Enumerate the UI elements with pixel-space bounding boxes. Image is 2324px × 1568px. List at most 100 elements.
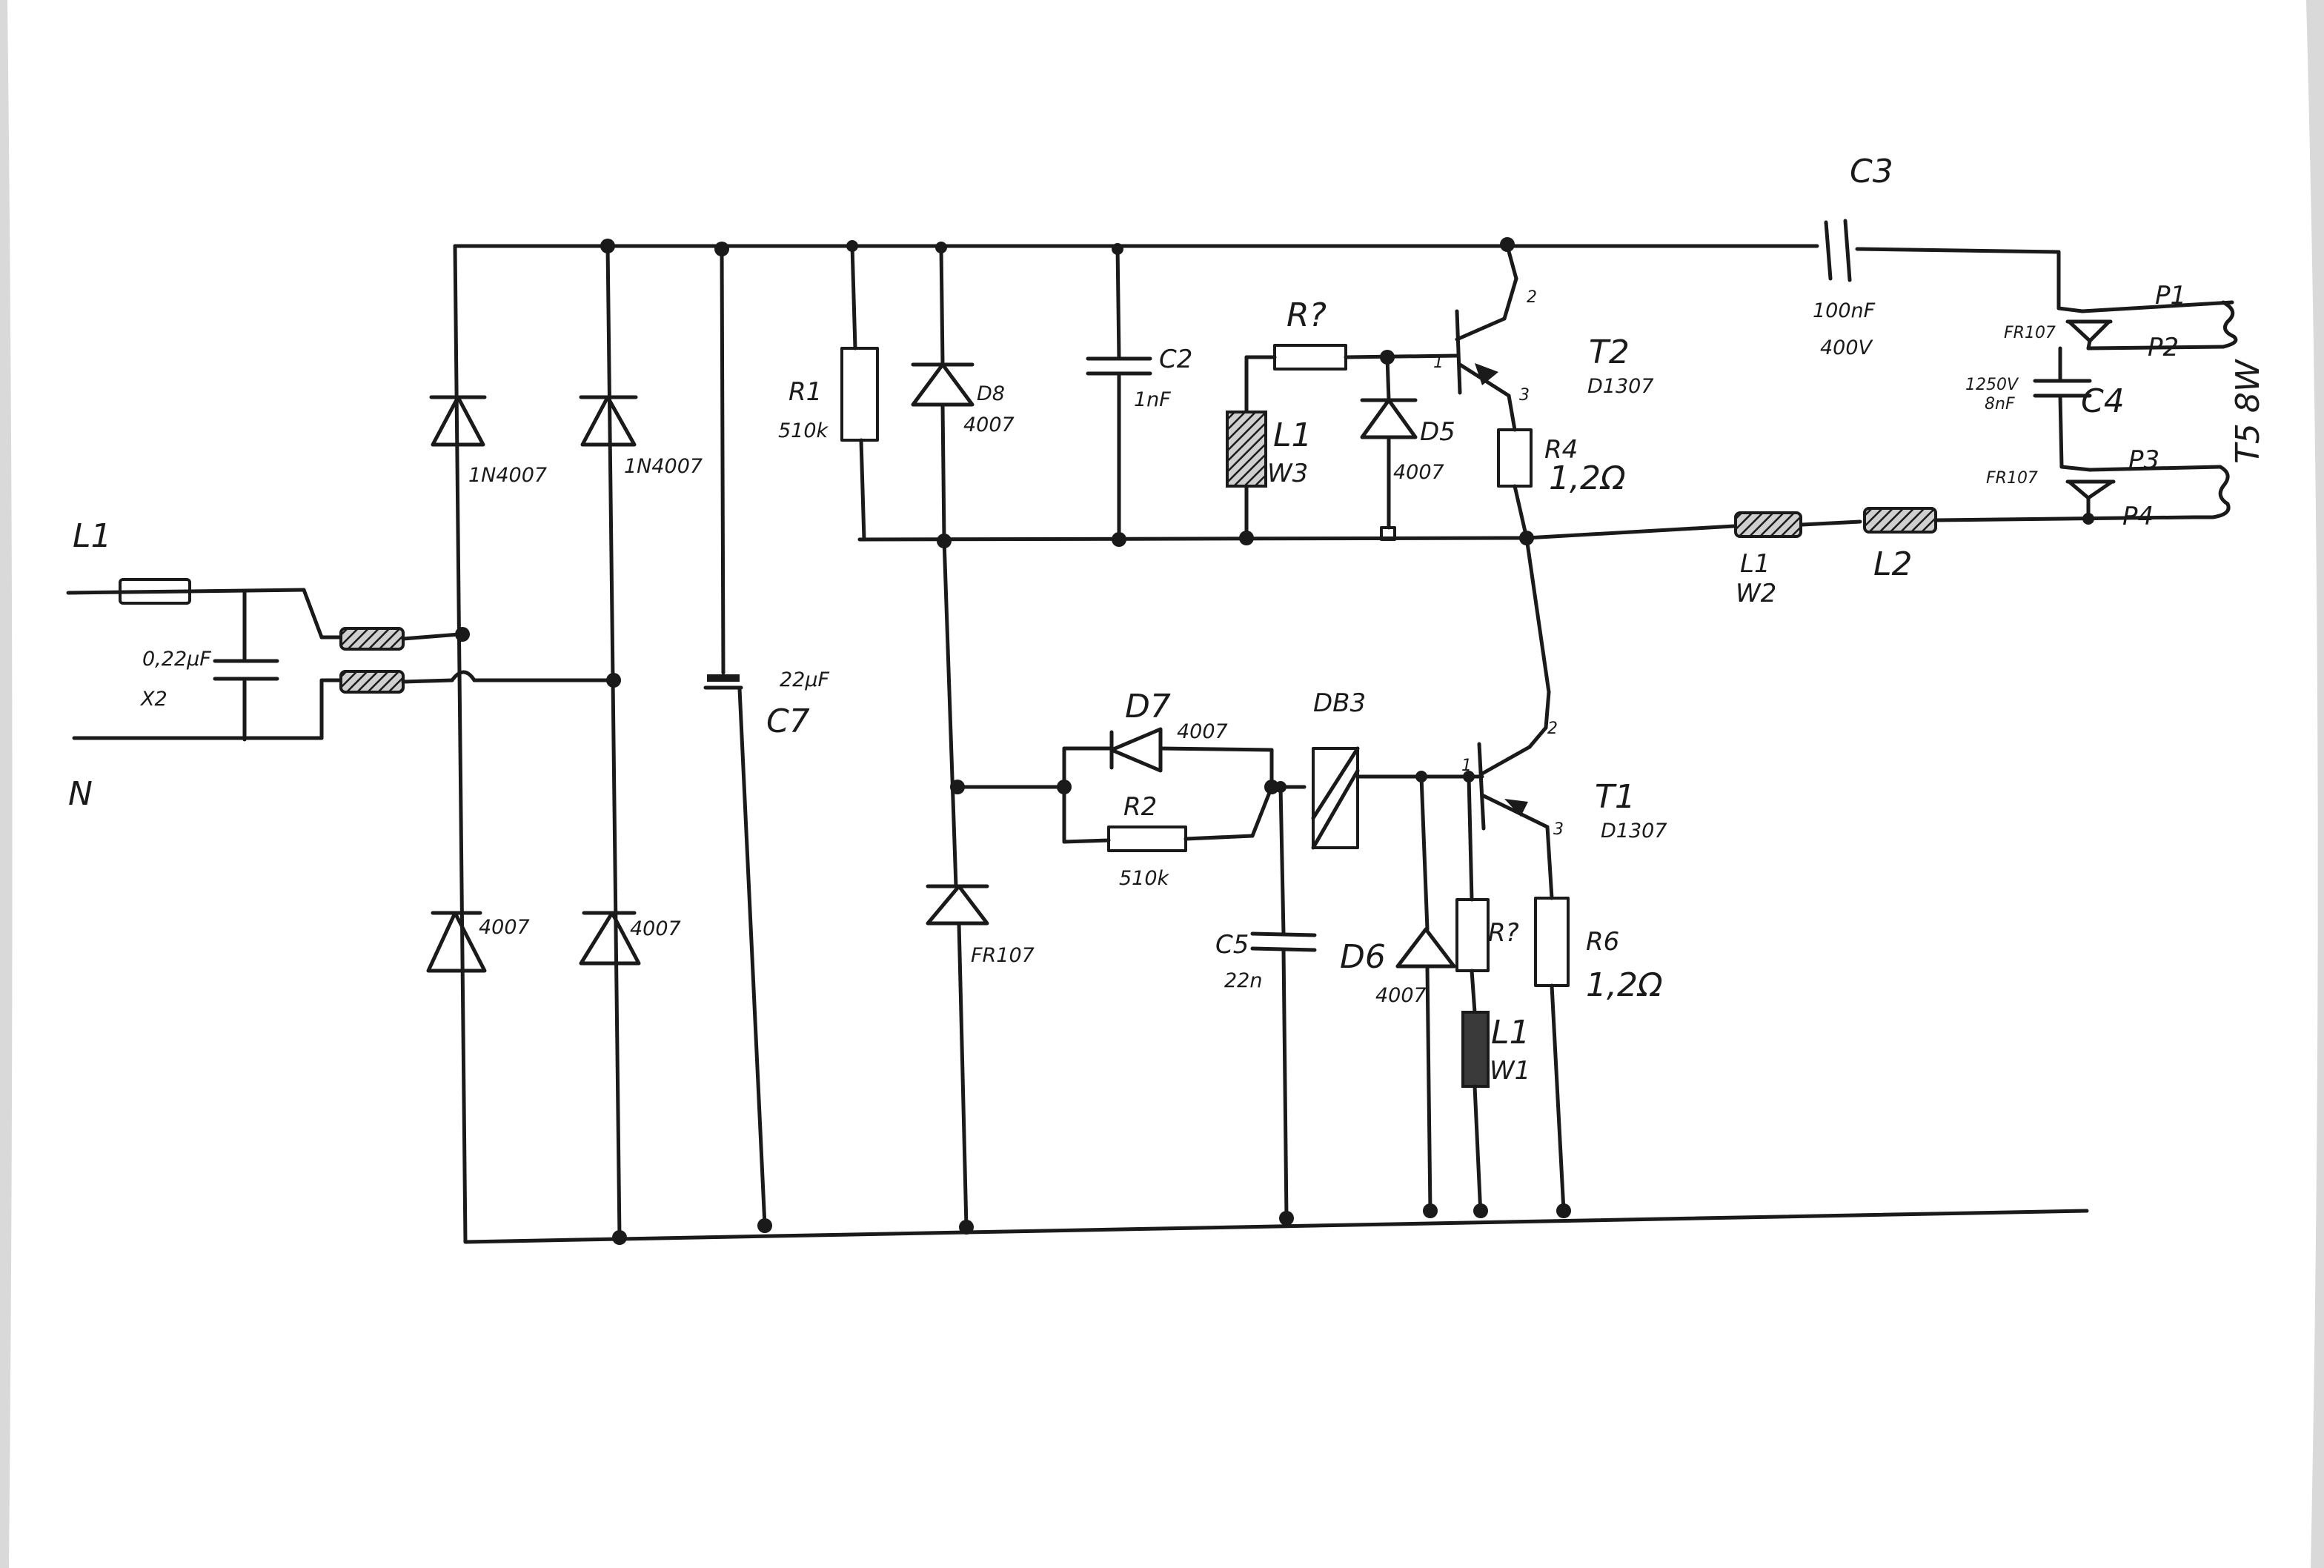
bottom-rail (463, 1209, 2089, 1244)
capacitor-c5 (1250, 785, 1317, 1220)
inductor-l1-w1 (1461, 1011, 1490, 1217)
inductor-l2 (1863, 507, 1937, 534)
label-r4-value: 1,2Ω (1549, 459, 1626, 497)
resistor-r-bottom (1419, 774, 1490, 1014)
label-c3-name: C3 (1850, 153, 1893, 190)
label-t1-name: T1 (1595, 778, 1636, 816)
label-bridge-br: 4007 (630, 917, 681, 940)
label-t1-pin3: 3 (1553, 820, 1564, 839)
label-r6-value: 1,2Ω (1586, 966, 1663, 1004)
label-p4: P4 (2122, 502, 2154, 531)
lamp-circuit (2033, 300, 2238, 521)
label-bridge-tl: 1N4007 (468, 464, 547, 487)
transistor-t2 (1455, 244, 1518, 432)
paper-edge-right (2306, 0, 2324, 1568)
label-r2-name: R2 (1123, 792, 1157, 822)
diode-bridge-tl (431, 395, 485, 447)
paper-edge-left (0, 0, 13, 1568)
choke-lower (339, 670, 405, 694)
label-r-top-name: R? (1286, 296, 1327, 334)
label-d8-value: 4007 (963, 413, 1015, 436)
diode-d7 (1109, 727, 1163, 773)
bridge-rectifier (426, 244, 641, 1244)
label-l1w1-winding: W1 (1490, 1056, 1530, 1086)
resistor-r4 (1497, 428, 1533, 540)
resistor-r-top (1244, 344, 1459, 414)
label-p3: P3 (2128, 445, 2159, 475)
label-t2-name: T2 (1589, 333, 1630, 371)
label-d6-name: D6 (1340, 938, 1386, 976)
label-lamp-t5: T5 8W (2229, 359, 2267, 464)
label-p1: P1 (2155, 281, 2186, 310)
label-l1w2-winding: W2 (1736, 579, 1776, 608)
label-c4-voltage: 1250V (1965, 376, 2019, 394)
label-d5-name: D5 (1420, 417, 1455, 447)
label-l1w3-name: L1 (1273, 416, 1312, 454)
choke-upper (339, 627, 405, 651)
label-cx-value: 0,22µF (142, 648, 211, 671)
label-neutral-input: N (68, 775, 93, 813)
wire-midpoint-down (1524, 536, 1551, 694)
label-line-input: L1 (73, 517, 112, 555)
input-section (66, 578, 619, 742)
inductor-l1-w3 (1226, 411, 1267, 540)
fuse (119, 578, 191, 605)
diode-d5 (1360, 355, 1418, 541)
label-d7-name: D7 (1125, 688, 1171, 725)
label-t1-pin1: 1 (1461, 757, 1472, 775)
label-t1-pin2: 2 (1547, 720, 1558, 738)
label-fr107-value: FR107 (971, 944, 1035, 967)
capacitor-cx (213, 589, 279, 742)
label-d7-value: 4007 (1177, 720, 1228, 743)
label-l1w2-name: L1 (1740, 549, 1770, 579)
label-c2-name: C2 (1159, 345, 1192, 374)
label-fr-top: FR107 (2004, 324, 2056, 342)
mid-rail (857, 515, 2196, 542)
label-d6-value: 4007 (1375, 984, 1427, 1007)
label-bridge-bl: 4007 (479, 916, 530, 939)
label-r2-value: 510k (1119, 867, 1170, 890)
diac-db3 (1311, 746, 1424, 850)
diode-fr107-vertical (926, 537, 989, 1229)
label-c4-name: C4 (2081, 382, 2125, 420)
label-cx-type: X2 (139, 688, 167, 711)
label-db3-name: DB3 (1313, 688, 1366, 718)
label-c5-value: 22n (1224, 969, 1262, 992)
capacitor-c3 (1824, 219, 1852, 282)
label-l2-name: L2 (1873, 545, 1913, 583)
label-t2-pin2: 2 (1527, 288, 1537, 307)
label-c7-value: 22µF (780, 668, 830, 691)
label-l1w1-name: L1 (1491, 1014, 1530, 1052)
label-t1-type: D1307 (1601, 820, 1667, 843)
diode-bridge-bl (426, 911, 487, 973)
diode-d6 (1395, 774, 1456, 1213)
diode-bridge-tr (580, 395, 637, 447)
capacitor-c7 (703, 244, 767, 1228)
resistor-r2 (1107, 825, 1187, 852)
label-t2-pin3: 3 (1519, 386, 1530, 405)
label-c2-value: 1nF (1134, 388, 1171, 411)
label-c7-name: C7 (766, 702, 810, 740)
label-fr-bottom: FR107 (1986, 469, 2038, 488)
resistor-r6 (1534, 897, 1570, 1213)
capacitor-c2 (1086, 244, 1152, 542)
top-rail (453, 244, 2061, 310)
label-r-bottom-name: R? (1488, 918, 1519, 948)
junction-dots (455, 237, 2094, 1245)
resistor-r1 (840, 244, 879, 542)
label-l1w3-winding: W3 (1267, 459, 1308, 488)
label-d5-value: 4007 (1393, 461, 1444, 484)
label-t2-type: D1307 (1587, 375, 1654, 398)
label-c5-name: C5 (1215, 930, 1249, 960)
label-r6-name: R6 (1586, 927, 1619, 957)
label-c4-value: 8nF (1985, 395, 2015, 413)
diode-d8 (911, 244, 975, 542)
label-d8-name: D8 (977, 382, 1005, 405)
label-r4-name: R4 (1544, 435, 1578, 465)
inductor-l1-w2 (1734, 511, 1802, 538)
d7-r2-network (955, 727, 1307, 852)
label-bridge-tr: 1N4007 (624, 455, 703, 478)
label-t2-pin1: 1 (1433, 353, 1444, 372)
